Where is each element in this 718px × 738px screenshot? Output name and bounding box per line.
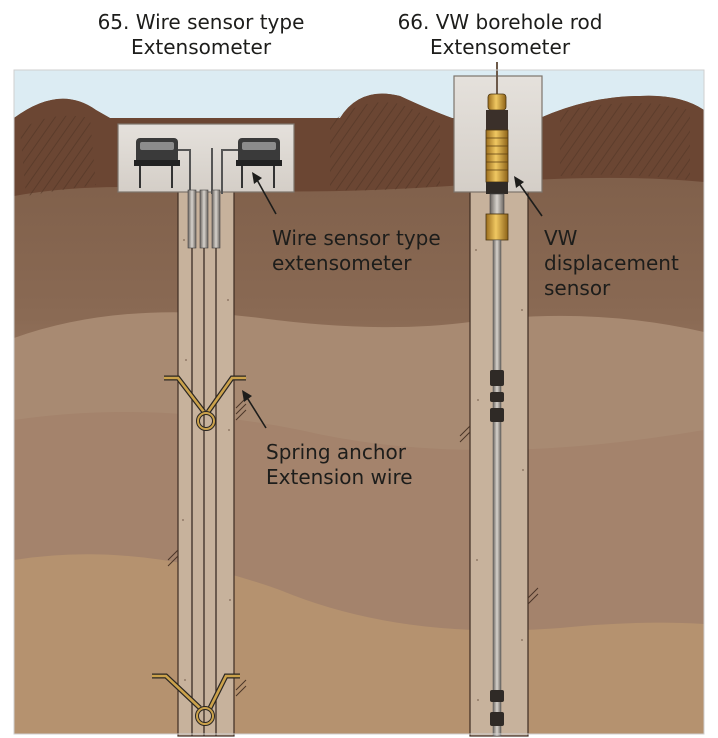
borehole-grout-speckles (182, 239, 524, 701)
callout-line: displacement (544, 251, 679, 275)
leader-wire-sensor (252, 172, 277, 215)
callout-line: extensometer (272, 251, 412, 275)
title-wire-extensometer: 65. Wire sensor type Extensometer (50, 10, 352, 60)
callout-wire-sensor: Wire sensor type extensometer (272, 226, 441, 276)
title-line: 66. VW borehole rod (397, 10, 603, 34)
wire-sensor-unit-left (134, 138, 191, 194)
callout-line: Extension wire (266, 465, 413, 489)
spring-anchor-lower (152, 673, 240, 726)
callout-line: Wire sensor type (272, 226, 441, 250)
callout-line: VW (544, 226, 578, 250)
vw-displacement-sensor (485, 93, 509, 241)
vw-borehole-rod (492, 239, 502, 737)
extension-wires (191, 248, 217, 736)
title-vw-extensometer: 66. VW borehole rod Extensometer (350, 10, 650, 60)
callout-vw-sensor: VW displacement sensor (544, 226, 679, 301)
rod-couplers (490, 370, 504, 726)
topsoil-hatch-mid (330, 102, 440, 191)
topsoil-hatch-right (560, 103, 690, 180)
topsoil-hatch-left (20, 115, 96, 196)
borehole-wall-hatches (167, 397, 539, 697)
diagram-frame (13, 69, 705, 735)
callout-line: Spring anchor (266, 440, 406, 464)
wire-sensor-tubes (187, 189, 221, 249)
leader-vw-sensor (514, 176, 543, 217)
title-line: Extensometer (429, 35, 571, 59)
wire-sensor-unit-right (211, 138, 282, 194)
leader-spring-anchor (242, 390, 267, 429)
borehole-left (177, 189, 235, 737)
callout-spring-anchor: Spring anchor Extension wire (266, 440, 413, 490)
title-line: Extensometer (130, 35, 272, 59)
callout-line: sensor (544, 276, 611, 300)
title-line: 65. Wire sensor type (97, 10, 305, 34)
spring-anchor-upper (164, 375, 246, 431)
